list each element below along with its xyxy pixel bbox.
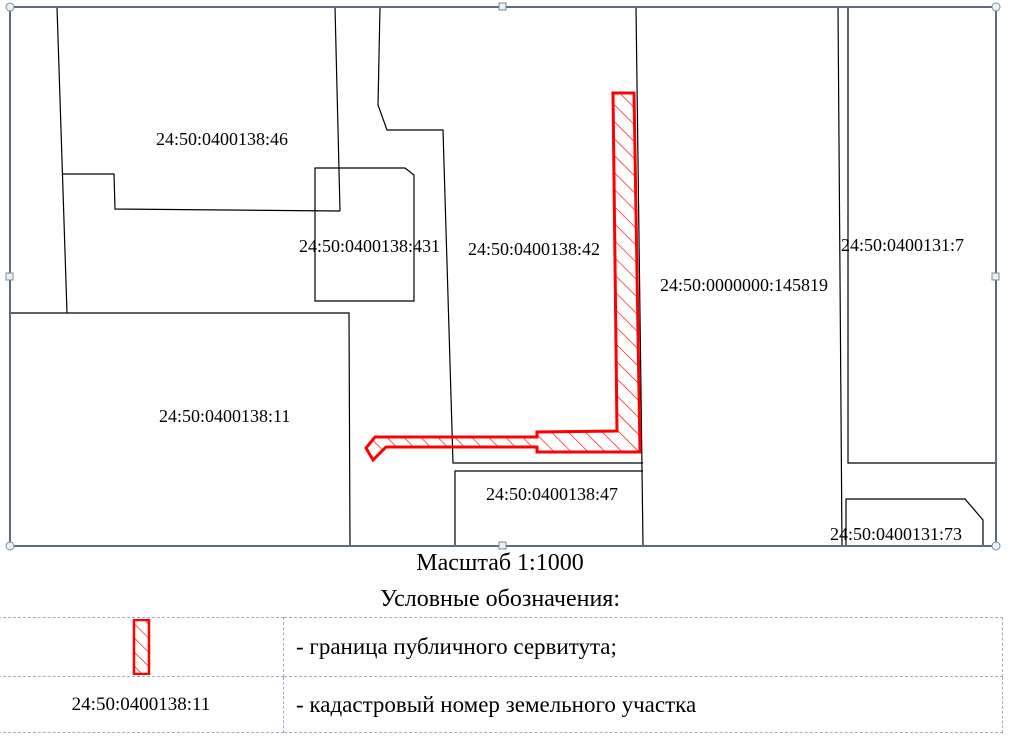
parcel-label: 24:50:0400138:42	[468, 239, 600, 259]
legend-row: 24:50:0400138:11 - кадастровый номер зем…	[0, 676, 1003, 733]
parcel-boundaries: 24:50:0400138:46 24:50:0400138:431 24:50…	[10, 7, 996, 546]
resize-handles[interactable]	[5, 2, 1001, 551]
legend-symbol-cell	[0, 617, 284, 677]
legend-table: - граница публичного сервитута; 24:50:04…	[0, 617, 1003, 733]
servitude-symbol-icon	[132, 618, 151, 676]
scale-caption: Масштаб 1:1000	[416, 550, 584, 576]
resize-handle[interactable]	[498, 541, 507, 550]
resize-handle[interactable]	[498, 2, 507, 11]
legend-description: - кадастровый номер земельного участка	[283, 676, 1003, 733]
resize-handle[interactable]	[5, 272, 14, 281]
cadastral-map: 24:50:0400138:46 24:50:0400138:431 24:50…	[5, 2, 1001, 551]
legend-title: Условные обозначения:	[379, 586, 621, 612]
resize-handle[interactable]	[5, 541, 15, 551]
resize-handle[interactable]	[991, 2, 1001, 12]
parcel-label: 24:50:0400131:7	[841, 235, 964, 255]
resize-handle[interactable]	[5, 2, 15, 12]
parcel-label: 24:50:0400138:11	[159, 406, 290, 426]
parcel-label: 24:50:0000000:145819	[660, 275, 828, 295]
resize-handle[interactable]	[991, 541, 1001, 551]
legend-symbol-text: 24:50:0400138:11	[0, 676, 284, 733]
parcel-label: 24:50:0400138:47	[486, 484, 618, 504]
resize-handle[interactable]	[991, 272, 1000, 281]
parcel-label: 24:50:0400138:46	[156, 129, 288, 149]
legend-description: - граница публичного сервитута;	[283, 617, 1003, 677]
public-servitude-boundary	[364, 91, 642, 463]
legend-row: - граница публичного сервитута;	[0, 617, 1003, 677]
parcel-label: 24:50:0400138:431	[299, 236, 440, 256]
parcel-label: 24:50:0400131:73	[830, 524, 962, 544]
